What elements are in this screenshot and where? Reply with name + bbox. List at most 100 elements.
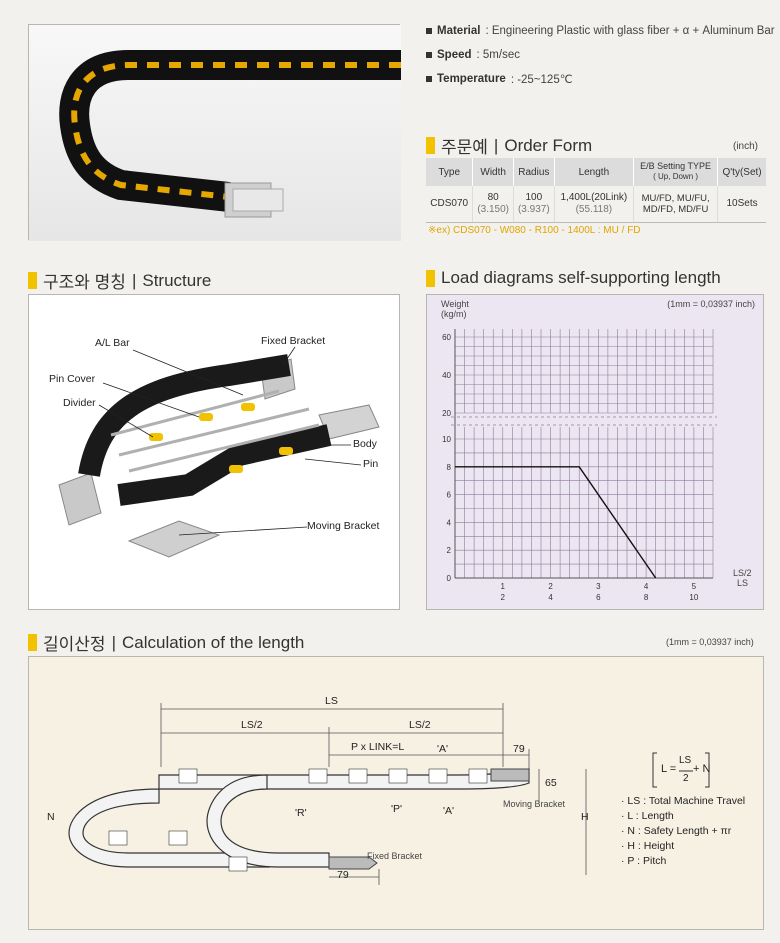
legend-p: · P : Pitch	[621, 855, 666, 867]
formula-lhs: L =	[661, 763, 677, 775]
legend-text: : Safety Length + πr	[637, 825, 732, 837]
radius-mm: 100	[525, 192, 543, 203]
structure-illustration	[58, 346, 380, 558]
legend-key: · N	[621, 825, 635, 837]
dim-pxlink: P x LINK=L	[351, 741, 405, 753]
x-tick-label-bottom: 6	[596, 593, 601, 602]
x-tick-label-top: 4	[644, 582, 649, 591]
cable-chain-photo	[29, 25, 401, 241]
series-line	[455, 466, 657, 579]
col-length: Length	[554, 158, 635, 186]
label-body: Body	[353, 438, 377, 450]
title-en: Order Form	[504, 135, 593, 155]
legend-l: · L : Length	[621, 810, 674, 822]
setting-line-2: MD/FD, MD/FU	[642, 204, 709, 215]
x-tick-label-bottom: 10	[689, 593, 698, 602]
bullet-square-icon	[426, 52, 432, 58]
cell-radius: 100 (3.937)	[513, 186, 555, 223]
title-kr: 길이산정	[43, 635, 106, 654]
label-pin: Pin	[363, 458, 379, 470]
label-al-bar: A/L Bar	[95, 337, 130, 349]
label-fixed-bracket: Fixed Bracket	[367, 851, 423, 861]
radius-inch: (3.937)	[517, 204, 550, 215]
legend-h: · H : Height	[621, 840, 674, 852]
y-tick-label: 8	[447, 463, 452, 472]
y-tick-label: 10	[442, 435, 451, 444]
y-tick-label: 2	[447, 546, 452, 555]
cell-setting: MU/FD, MU/FU, MD/FD, MD/FU	[633, 186, 719, 223]
dim-r: 'R'	[295, 807, 307, 819]
dim-ls-half-right: LS/2	[409, 719, 431, 731]
spec-speed: Speed : 5m/sec	[426, 49, 520, 61]
dim-65: 65	[545, 777, 557, 789]
order-unit: (inch)	[733, 141, 759, 152]
col-setting: E/B Setting TYPE ( Up, Down )	[633, 158, 719, 186]
section-marker-icon	[426, 269, 435, 287]
length-mm: 1,400L(20Link)	[560, 192, 628, 203]
legend-ls: · LS : Total Machine Travel	[621, 795, 745, 807]
section-marker-icon	[426, 137, 435, 154]
spec-temperature: Temperature : -25~125℃	[426, 72, 573, 86]
setting-subheader: ( Up, Down )	[653, 172, 699, 181]
spec-material: Material : Engineering Plastic with glas…	[426, 25, 775, 37]
y-axis-label-line1: Weight	[441, 299, 469, 309]
calc-unit-note: (1mm = 0,03937 inch)	[666, 637, 754, 647]
spec-label: Speed	[437, 49, 472, 61]
title-kr: 주문예	[441, 138, 488, 157]
cell-qty: 10Sets	[717, 186, 766, 223]
structure-panel: A/L Bar Fixed Bracket Pin Cover Divider …	[28, 294, 400, 610]
legend-key: · LS	[621, 795, 641, 807]
legend-text: : Total Machine Travel	[643, 795, 746, 807]
dim-ls: LS	[325, 695, 338, 707]
chart-unit-note: (1mm = 0,03937 inch)	[667, 299, 755, 309]
legend-key: · L	[621, 810, 633, 822]
setting-line-1: MU/FD, MU/FU,	[641, 192, 710, 204]
y-tick-label: 6	[447, 491, 452, 500]
y-tick-label: 40	[442, 371, 451, 380]
x-tick-label-top: 5	[692, 582, 697, 591]
width-inch: (3.150)	[477, 204, 510, 215]
legend-text: : Length	[635, 810, 674, 822]
dim-79-bottom: 79	[337, 869, 349, 881]
dim-a-bottom: 'A'	[443, 805, 455, 817]
col-type: Type	[426, 158, 474, 186]
dim-n: N	[47, 811, 55, 823]
dim-h: H	[581, 811, 589, 823]
dim-a-top: 'A'	[437, 743, 449, 755]
structure-title: 구조와 명칭 | Structure	[28, 268, 211, 293]
setting-header: E/B Setting TYPE	[640, 161, 712, 172]
product-photo-panel	[28, 24, 401, 241]
formula-rhs: + N	[693, 763, 711, 775]
label-divider: Divider	[63, 397, 96, 409]
title-en: Structure	[142, 270, 212, 290]
label-moving-bracket: Moving Bracket	[307, 520, 380, 532]
dim-p: 'P'	[391, 803, 403, 815]
bullet-square-icon	[426, 28, 432, 34]
x-axis-label-bottom: LS	[737, 578, 749, 588]
cell-type: CDS070	[426, 186, 474, 223]
legend-text: : Pitch	[637, 855, 667, 867]
table-row: CDS070 80 (3.150) 100 (3.937) 1,400L(20L…	[426, 186, 766, 223]
formula-num: LS	[679, 755, 692, 766]
title-en: Calculation of the length	[121, 632, 305, 652]
spec-value: : Engineering Plastic with glass fiber +…	[485, 25, 775, 37]
order-form-title: 주문예 | Order Form	[426, 133, 592, 158]
dim-79-top: 79	[513, 743, 525, 755]
section-marker-icon	[28, 272, 37, 289]
col-qty: Q'ty(Set)	[717, 158, 766, 186]
y-tick-label: 60	[442, 333, 451, 342]
order-table: Type Width Radius Length E/B Setting TYP…	[426, 158, 766, 223]
calc-title: 길이산정 | Calculation of the length	[28, 630, 304, 655]
load-diagram-title: Load diagrams self-supporting length	[426, 268, 721, 288]
x-tick-label-bottom: 8	[644, 593, 649, 602]
formula-den: 2	[683, 773, 689, 784]
x-tick-label-top: 3	[596, 582, 601, 591]
label-moving-bracket: Moving Bracket	[503, 799, 566, 809]
cell-width: 80 (3.150)	[472, 186, 514, 223]
x-tick-label-top: 2	[548, 582, 553, 591]
legend-key: · P	[621, 855, 635, 867]
x-tick-label-bottom: 2	[501, 593, 506, 602]
title-kr: 구조와 명칭	[43, 273, 126, 292]
formula-box	[652, 752, 710, 788]
